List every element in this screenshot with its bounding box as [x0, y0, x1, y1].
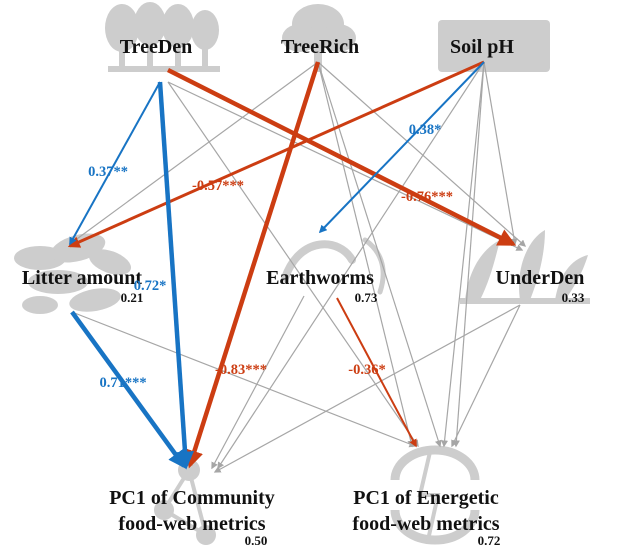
- node-energetic-label-line1: PC1 of Energetic: [353, 487, 499, 509]
- energy-cycle-icon: [390, 445, 480, 545]
- node-treerich-label: TreeRich: [281, 36, 359, 58]
- coef-treeden-underden: -0.76***: [401, 189, 453, 205]
- trees-icon: [105, 2, 220, 72]
- understory-plant-icon: [460, 230, 590, 304]
- path-treerich-community: [185, 61, 321, 469]
- leaf-litter-icon: [14, 233, 132, 314]
- path-soilph-earthworms: [318, 61, 485, 234]
- coef-treeden-community: 0.72*: [134, 278, 167, 294]
- path-treeden-underden: [166, 67, 517, 247]
- node-underden-r2: 0.33: [562, 290, 585, 305]
- node-earthworms-r2: 0.73: [355, 290, 378, 305]
- node-community-r2: 0.50: [245, 533, 268, 548]
- coef-soilph-litter: -0.57***: [192, 178, 244, 194]
- coef-litter-community: 0.71***: [99, 375, 146, 391]
- path-litter-community: [70, 310, 187, 469]
- node-earthworms-label: Earthworms: [266, 267, 374, 289]
- soil-icon: [438, 20, 550, 72]
- coef-soilph-earthworms: 0.38*: [409, 122, 442, 138]
- node-underden-label: UnderDen: [496, 267, 585, 289]
- node-energetic-r2: 0.72: [478, 533, 501, 548]
- node-energetic-label-line2: food-web metrics: [352, 513, 499, 535]
- coef-earthworms-energetic: -0.36*: [348, 362, 385, 378]
- node-treeden-label: TreeDen: [120, 36, 193, 58]
- node-soilph-label: Soil pH: [450, 36, 514, 58]
- coef-treerich-community: -0.83***: [215, 362, 267, 378]
- path-treeden-litter: [69, 81, 161, 246]
- path-treeden-community: [157, 81, 195, 470]
- node-community-label-line2: food-web metrics: [118, 513, 265, 535]
- tree-icon: [282, 4, 356, 72]
- coef-treeden-litter: 0.37**: [88, 164, 128, 180]
- node-litter-r2: 0.21: [121, 290, 144, 305]
- path-earthworms-energetic: [336, 297, 417, 448]
- path-soilph-litter: [67, 60, 485, 248]
- node-litter-label: Litter amount: [22, 267, 143, 289]
- node-community-label-line1: PC1 of Community: [109, 487, 275, 509]
